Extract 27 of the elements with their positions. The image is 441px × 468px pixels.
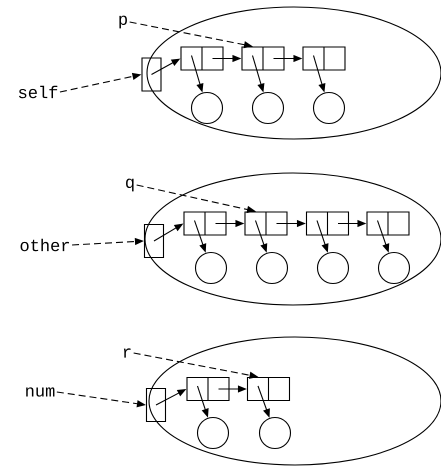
value-circle [258,416,292,450]
list-cell [186,376,230,402]
value-circle [256,252,288,284]
header-box [146,388,166,422]
list-cell [246,376,290,402]
list-cell [183,211,227,236]
value-circle [312,92,346,124]
value-circle [316,252,350,284]
list-cell [366,211,410,236]
value-circle [190,92,224,124]
variable-label: num [26,387,54,397]
variable-label: self [18,86,58,98]
header-box [141,57,162,92]
value-circle [252,92,284,124]
list-cell [306,211,350,236]
variable-label: r [124,348,131,358]
value-circle [194,252,228,284]
variable-label: q [126,178,134,192]
value-circle [196,416,230,450]
list-cell [244,211,288,236]
value-circle [378,252,410,284]
list-cell [241,46,285,71]
variable-label: p [119,16,127,28]
list-cell [180,46,224,71]
header-box [144,224,164,258]
variable-label: other [20,238,69,252]
list-cell [302,46,346,71]
